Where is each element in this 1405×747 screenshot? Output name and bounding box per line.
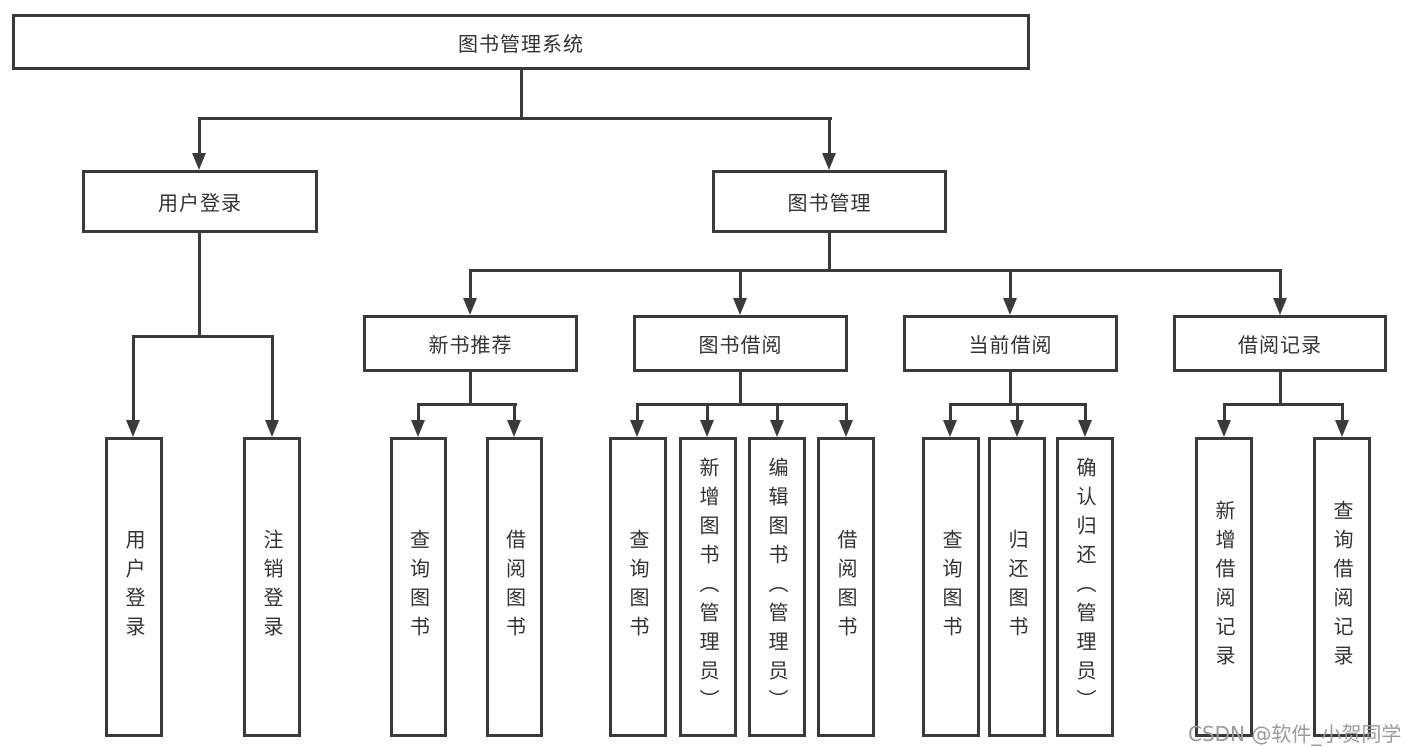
connector-line [828,233,831,272]
arrow-down-icon [1217,420,1231,437]
node-label: 借阅记录 [1238,333,1322,357]
connector-line [417,403,420,421]
leaf-borrow-books-2: 借阅图书 [817,437,875,737]
connector-line [198,117,201,154]
leaf-label: 借阅图书 [502,529,527,645]
connector-line [198,233,201,338]
connector-line [198,117,832,120]
connector-line [636,403,639,421]
node-label: 图书管理系统 [458,31,584,56]
arrow-down-icon [770,420,784,437]
connector-line [271,335,274,421]
node-label: 当前借阅 [968,333,1053,357]
connector-line [1009,372,1012,406]
connector-line [1084,403,1087,421]
node-new-book-recommendation: 新书推荐 [363,315,578,372]
node-current-borrowing: 当前借阅 [903,315,1118,372]
connector-line [1341,403,1344,421]
leaf-query-books-3: 查询图书 [922,437,980,737]
arrow-down-icon [700,420,714,437]
connector-line [469,372,472,406]
leaf-label: 归还图书 [1005,529,1029,645]
node-user-login: 用户登录 [82,170,318,233]
leaf-logout: 注销登录 [243,437,301,737]
leaf-label: 新增借阅记录 [1212,500,1236,674]
leaf-query-books-1: 查询图书 [390,437,447,737]
connector-line [828,117,831,154]
connector-line [513,403,516,421]
arrow-down-icon [192,153,206,170]
connector-line [739,372,742,406]
leaf-confirm-return-admin: 确认归还（管理员） [1056,437,1114,737]
leaf-label: 查询图书 [406,529,431,645]
node-label: 用户登录 [158,191,242,215]
leaf-label: 查询借阅记录 [1330,500,1354,674]
arrow-down-icon [411,420,425,437]
connector-line [1279,269,1282,300]
node-label: 图书管理 [787,191,872,215]
arrow-down-icon [1273,298,1287,315]
node-book-management: 图书管理 [712,170,947,233]
leaf-query-borrow-record: 查询借阅记录 [1313,437,1371,737]
connector-line [706,403,709,421]
connector-line [520,68,523,120]
arrow-down-icon [630,420,644,437]
connector-line [1009,269,1012,300]
leaf-label: 确认归还（管理员） [1073,456,1097,718]
connector-line [776,403,779,421]
leaf-user-login: 用户登录 [105,437,163,737]
leaf-label: 借阅图书 [834,529,858,645]
connector-line [417,403,517,406]
arrow-down-icon [126,420,140,437]
connector-line [1223,403,1226,421]
leaf-add-books-admin: 新增图书（管理员） [679,437,737,737]
leaf-label: 编辑图书（管理员） [765,456,789,718]
connector-line [1279,372,1282,406]
node-library-management-system: 图书管理系统 [12,14,1030,70]
arrow-down-icon [463,298,477,315]
leaf-label: 查询图书 [939,529,963,645]
arrow-down-icon [507,420,521,437]
leaf-label: 查询图书 [626,529,650,645]
connector-line [949,403,952,421]
connector-line [1016,403,1019,421]
leaf-query-books-2: 查询图书 [609,437,667,737]
leaf-label: 注销登录 [260,529,284,645]
connector-line [739,269,742,300]
node-book-borrowing: 图书借阅 [633,315,848,372]
leaf-add-borrow-record: 新增借阅记录 [1195,437,1253,737]
arrow-down-icon [839,420,853,437]
arrow-down-icon [733,298,747,315]
leaf-label: 用户登录 [122,529,146,645]
connector-line [845,403,848,421]
node-borrowing-records: 借阅记录 [1173,315,1387,372]
connector-line [132,335,274,338]
node-label: 新书推荐 [428,333,513,357]
leaf-label: 新增图书（管理员） [696,456,720,718]
connector-line [469,269,472,300]
connector-line [636,403,847,406]
node-label: 图书借阅 [698,333,783,357]
connector-line [132,335,135,421]
arrow-down-icon [1010,420,1024,437]
leaf-return-books: 归还图书 [988,437,1046,737]
watermark: CSDN @软件_小贺同学 [1188,722,1402,746]
arrow-down-icon [265,420,279,437]
arrow-down-icon [943,420,957,437]
leaf-borrow-books-1: 借阅图书 [486,437,543,737]
arrow-down-icon [1003,298,1017,315]
connector-line [1223,403,1343,406]
leaf-edit-books-admin: 编辑图书（管理员） [748,437,806,737]
arrow-down-icon [822,153,836,170]
arrow-down-icon [1078,420,1092,437]
arrow-down-icon [1335,420,1349,437]
connector-line [469,269,1281,272]
